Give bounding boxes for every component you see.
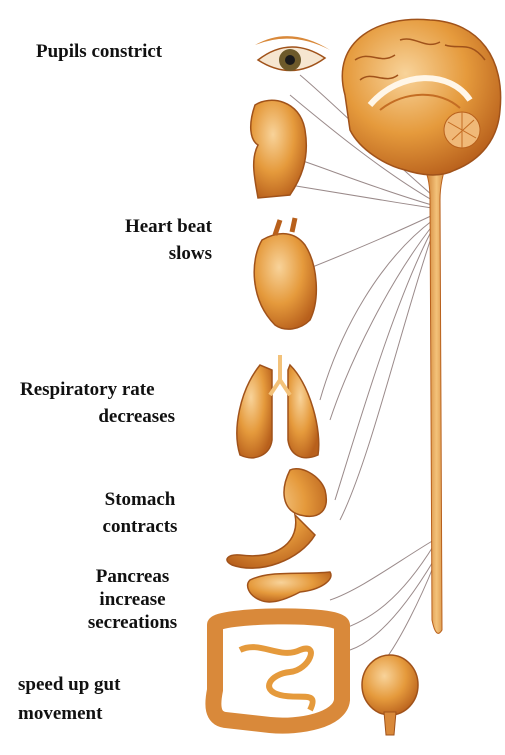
label-pancreas-line1: Pancreas (75, 565, 190, 589)
label-pancreas-line2: increase (75, 588, 190, 612)
lungs (237, 355, 319, 458)
label-stomach-line1: Stomach (85, 488, 195, 512)
eye (255, 36, 330, 71)
label-pupils: Pupils constrict (36, 40, 162, 64)
bladder (362, 655, 418, 735)
pancreas (248, 572, 331, 602)
heart (254, 234, 316, 329)
label-heart-line2: slows (100, 242, 212, 266)
label-respiratory-line1: Respiratory rate (20, 378, 155, 402)
label-gut-line1: speed up gut (18, 673, 120, 697)
label-gut-line2: movement (18, 702, 102, 726)
brain (342, 19, 500, 175)
stomach (227, 469, 326, 568)
label-respiratory-line2: decreases (20, 405, 175, 429)
label-heart-line1: Heart beat (100, 215, 212, 239)
intestines (213, 616, 342, 725)
label-stomach-line2: contracts (85, 515, 195, 539)
face (251, 100, 307, 198)
label-pancreas-line3: secreations (75, 611, 190, 635)
